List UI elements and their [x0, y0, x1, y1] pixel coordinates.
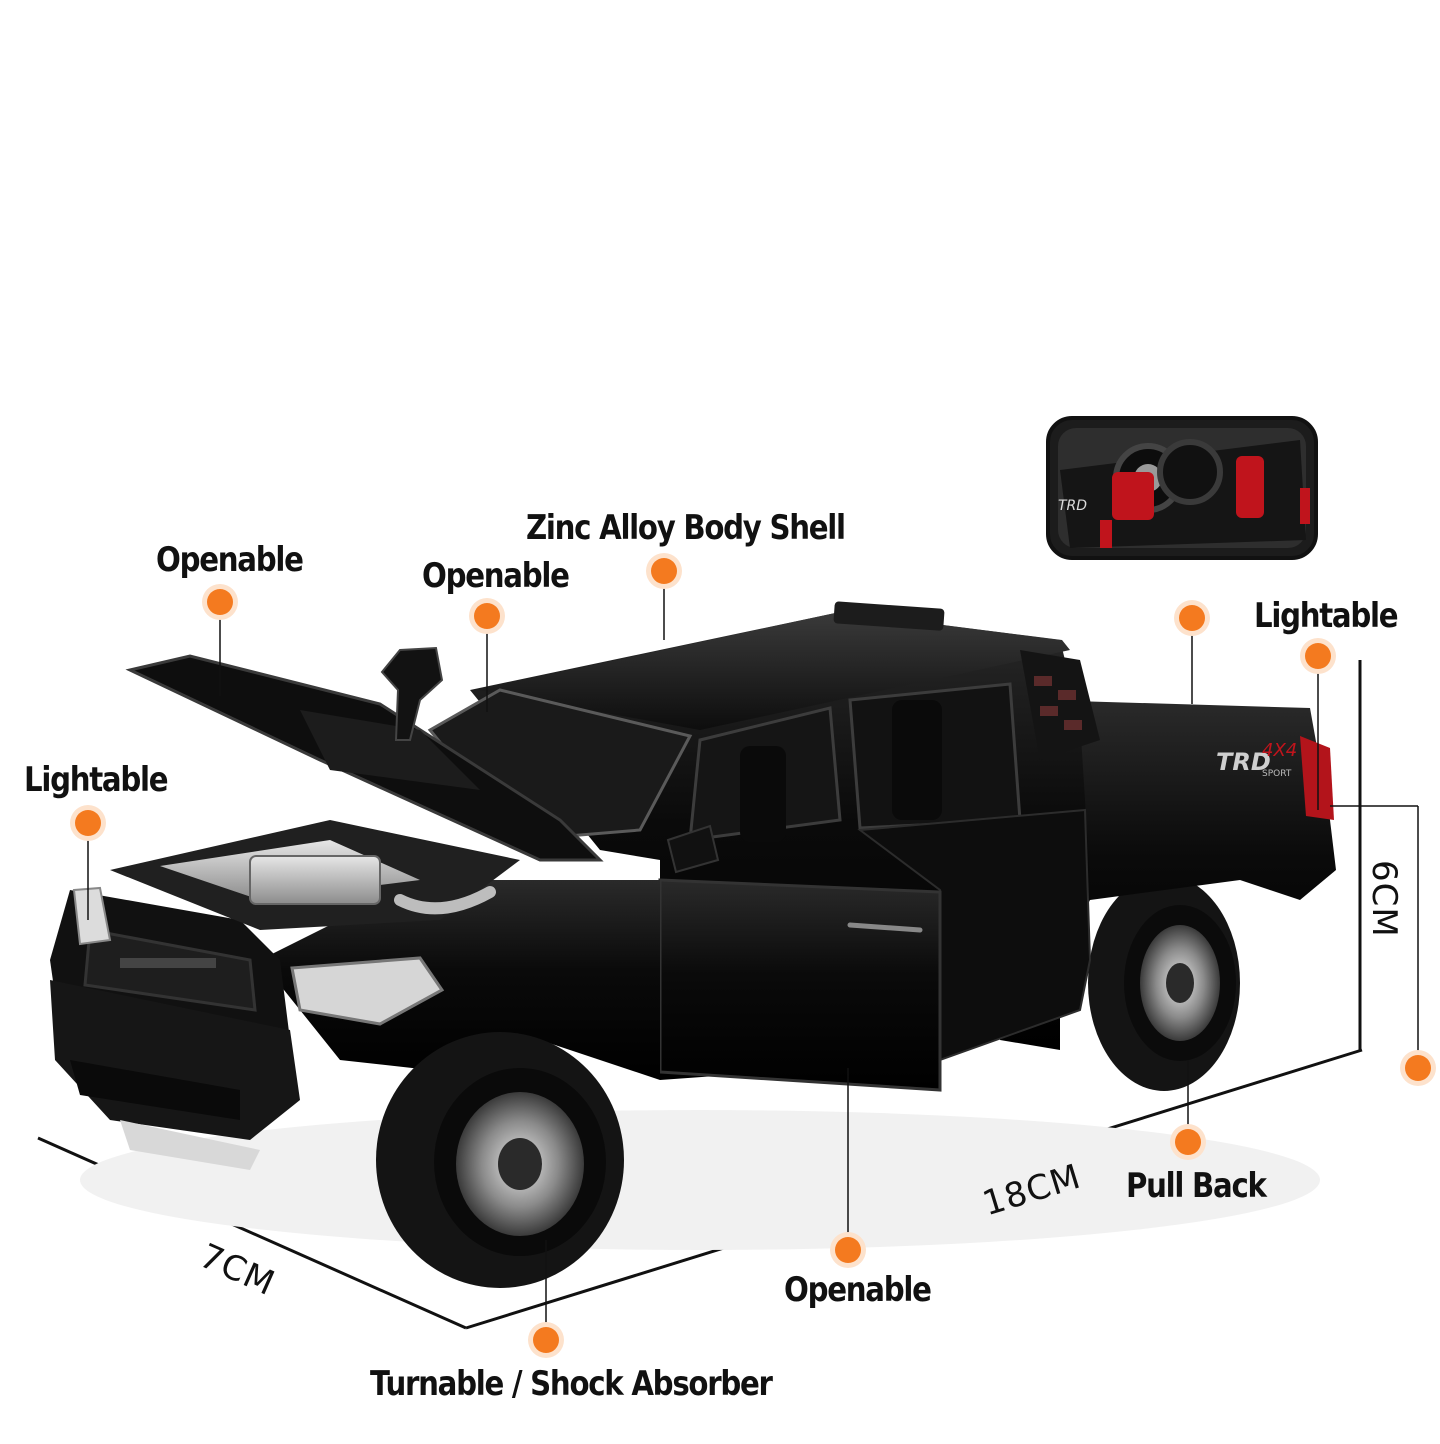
callout-dot-windshield [474, 603, 500, 629]
label-pull-back: Pull Back [1126, 1166, 1267, 1206]
callout-dot-hood [207, 589, 233, 615]
callout-dot-door [835, 1237, 861, 1263]
dimension-height: 6CM [1364, 860, 1404, 938]
callout-dot-height [1405, 1055, 1431, 1081]
4x4-badge: 4X4 [1262, 740, 1297, 761]
truck-body: TRD 4X4 SPORT [427, 601, 1336, 1092]
callout-dots [70, 553, 1436, 1358]
sport-badge: SPORT [1262, 769, 1292, 779]
callout-dot-wheel [533, 1327, 559, 1353]
truck-front [50, 646, 720, 1170]
callout-dot-body-shell [651, 558, 677, 584]
callout-dot-pull-back [1175, 1129, 1201, 1155]
label-windshield-openable: Openable [422, 556, 570, 596]
label-hood-openable: Openable [156, 540, 304, 580]
truck-bed-inset: TRD [1046, 416, 1318, 560]
callout-dot-bed [1179, 605, 1205, 631]
label-door-openable: Openable [784, 1270, 932, 1310]
callout-lines [87, 584, 1419, 1326]
label-zinc-alloy-body-shell: Zinc Alloy Body Shell [526, 508, 846, 548]
callout-dot-headlight [75, 810, 101, 836]
callout-dot-taillight [1305, 643, 1331, 669]
label-taillight-lightable: Lightable [1254, 596, 1399, 636]
rear-wheel [1088, 875, 1240, 1091]
label-turnable-shock-absorber: Turnable / Shock Absorber [370, 1364, 773, 1404]
front-wheel [376, 1032, 624, 1288]
trd-badge: TRD [1216, 748, 1271, 776]
inset-badge: TRD [1058, 498, 1087, 514]
label-headlight-lightable: Lightable [24, 760, 169, 800]
